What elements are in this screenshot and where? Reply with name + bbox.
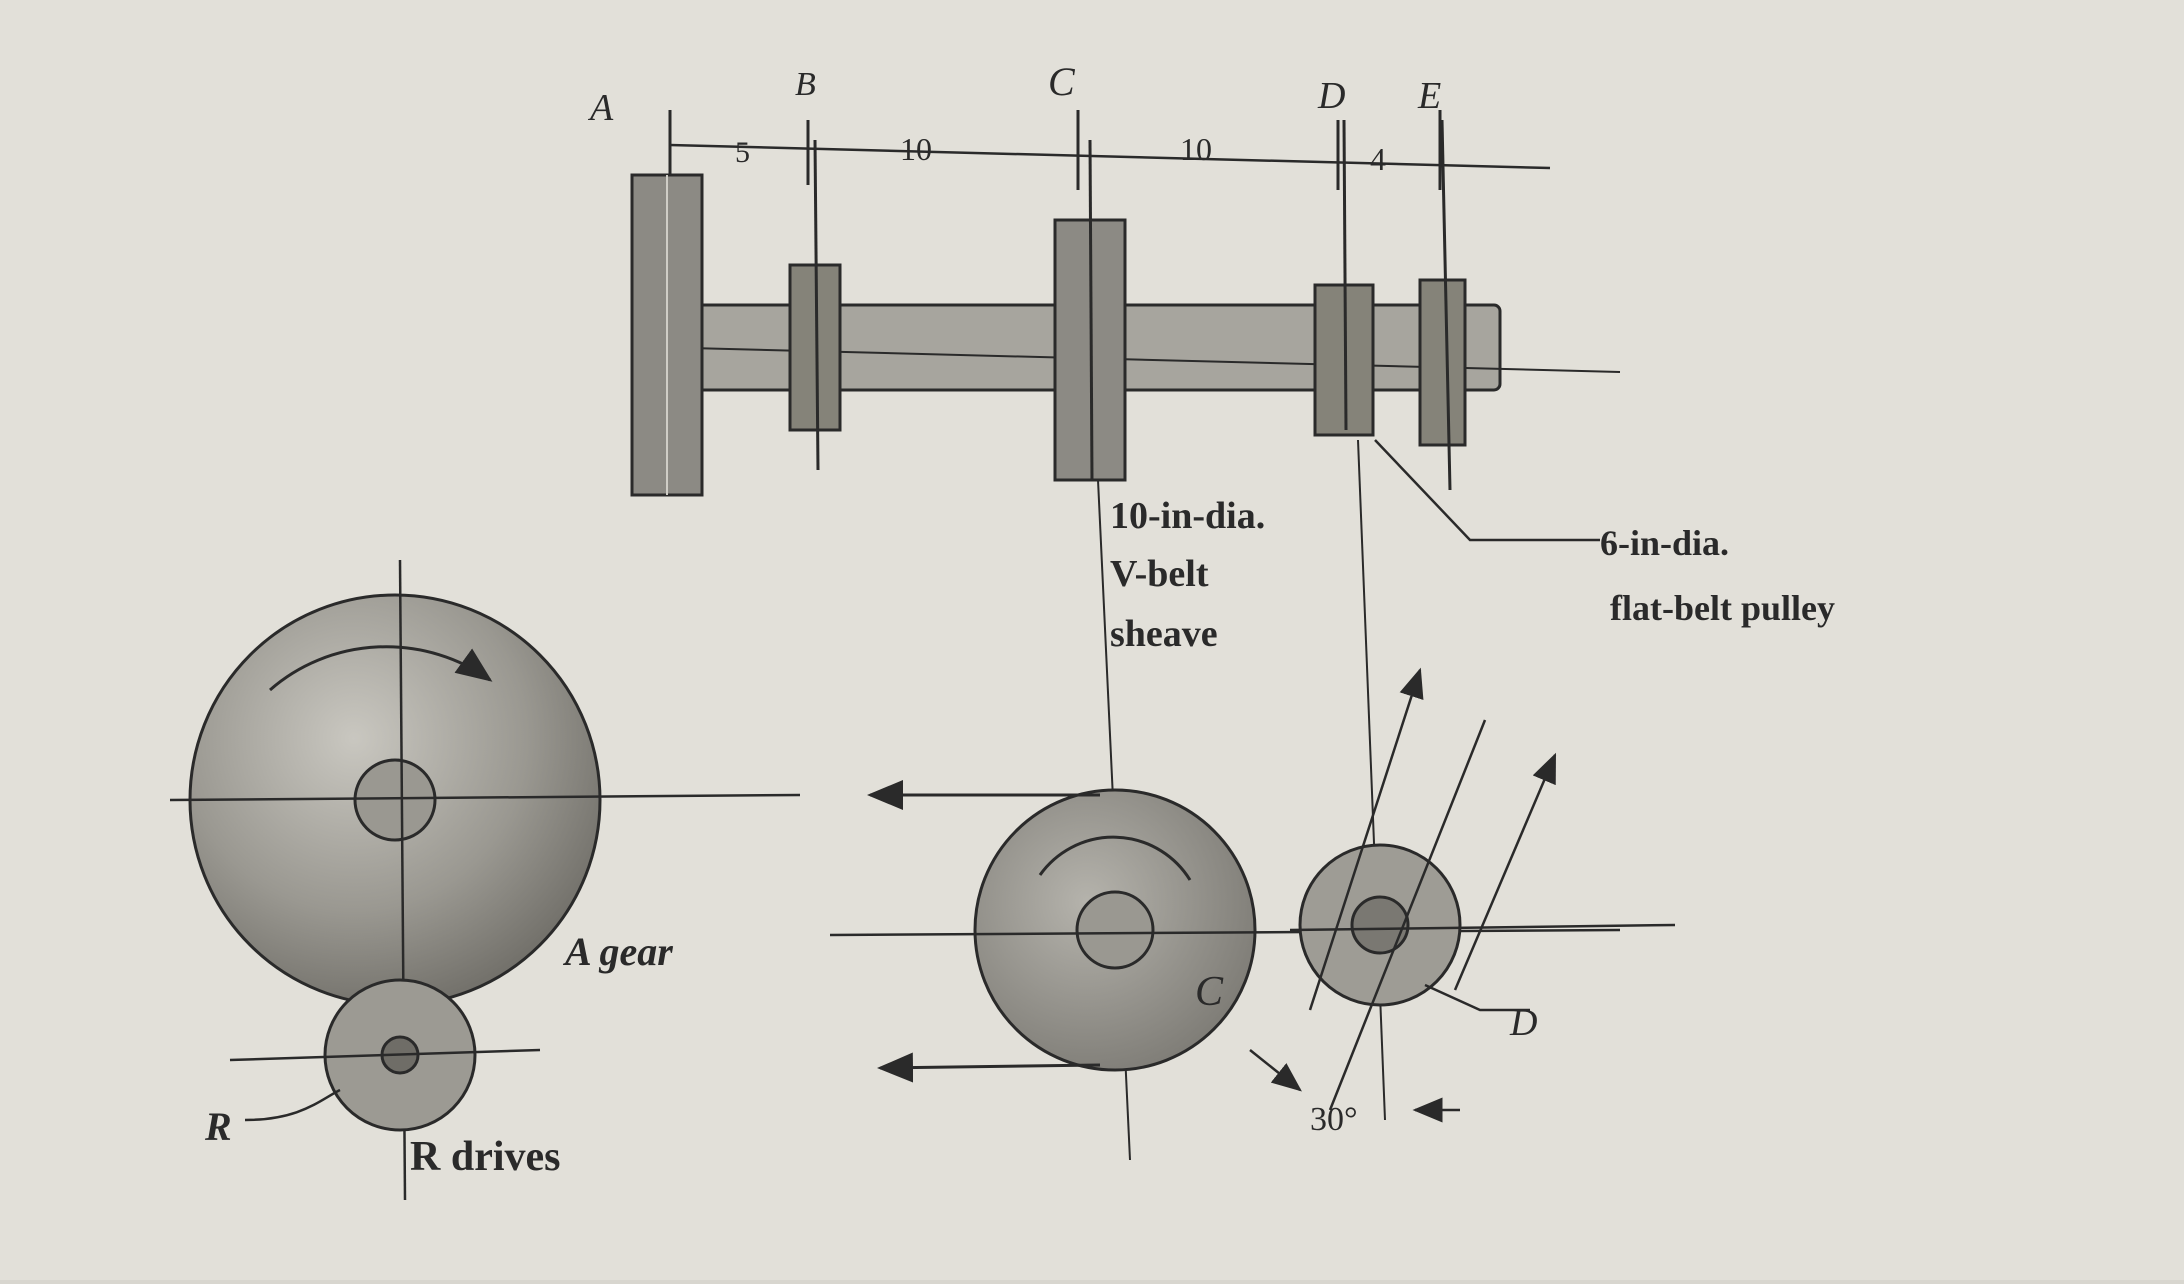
label-b: B [795, 66, 816, 103]
sheave-c-front [829, 780, 1621, 1083]
label-d: D [1317, 75, 1345, 117]
angle-label: 30° [1310, 1101, 1358, 1138]
dim-de: 4 [1370, 141, 1386, 177]
labels: A B C D E 5 10 10 4 10-in-dia. V-belt sh… [204, 59, 1835, 1180]
label-a: A [587, 87, 614, 129]
gear-label: A gear [562, 929, 673, 974]
dim-ab: 5 [735, 136, 750, 169]
sheave-label-line2: V-belt [1110, 553, 1209, 595]
label-c: C [1048, 59, 1076, 104]
bearing-e [1418, 278, 1467, 447]
dim-bc: 10 [900, 131, 932, 167]
pulley-end-label: D [1509, 1002, 1537, 1044]
pinion-r [229, 978, 541, 1132]
label-e: E [1417, 75, 1441, 117]
pulley-d-front [1249, 667, 1676, 1123]
pinion-label: R [204, 1104, 232, 1149]
pulley-label-line2: flat-belt pulley [1610, 588, 1835, 628]
sheave-label-line1: 10-in-dia. [1110, 495, 1265, 537]
gear-a-front [169, 559, 801, 1201]
pulley-label-line1: 6-in-dia. [1600, 523, 1729, 563]
shaft-side-view [630, 110, 1621, 1161]
dim-cd: 10 [1180, 131, 1212, 167]
sheave-label-line3: sheave [1110, 613, 1218, 655]
sheave-end-label: C [1195, 969, 1224, 1015]
drive-label: R drives [410, 1134, 561, 1180]
